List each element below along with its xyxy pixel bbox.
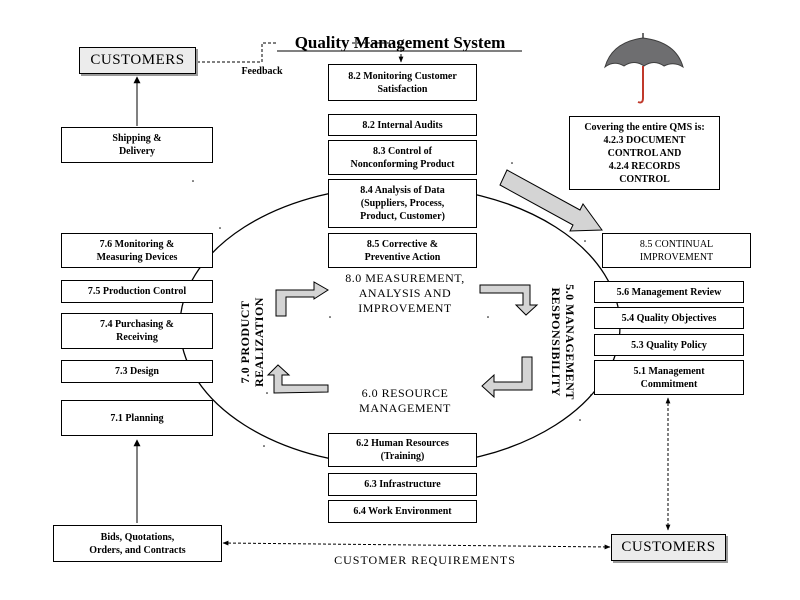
label-monitoring-devices: 7.6 Monitoring & Measuring Devices	[96, 238, 178, 263]
label-management-responsibility: 5.0 MANAGEMENT RESPONSIBILITY	[549, 284, 577, 400]
box-human-resources: 6.2 Human Resources (Training)	[328, 433, 477, 467]
label-management-review: 5.6 Management Review	[616, 286, 722, 298]
box-bids-quotations: Bids, Quotations, Orders, and Contracts	[53, 525, 222, 562]
box-purchasing-receiving: 7.4 Purchasing & Receiving	[61, 313, 213, 349]
label-work-environment: 6.4 Work Environment	[353, 506, 452, 517]
label-covering-qms: Covering the entire QMS is: 4.2.3 DOCUME…	[584, 121, 705, 185]
label-management-commitment: 5.1 Management Commitment	[633, 365, 705, 390]
feedback-arrow	[352, 42, 404, 63]
box-nonconforming-product: 8.3 Control of Nonconforming Product	[328, 140, 477, 175]
umbrella-icon	[604, 33, 684, 104]
label-design: 7.3 Design	[115, 366, 159, 377]
box-management-commitment: 5.1 Management Commitment	[594, 360, 744, 395]
box-quality-policy: 5.3 Quality Policy	[594, 334, 744, 356]
label-human-resources: 6.2 Human Resources (Training)	[356, 438, 449, 462]
label-analysis-of-data: 8.4 Analysis of Data (Suppliers, Process…	[360, 185, 445, 222]
cycle-arrow-bottom-left	[266, 364, 329, 394]
label-resource-management: 6.0 RESOURCE MANAGEMENT	[359, 386, 451, 415]
page-title: Quality Management System	[294, 33, 506, 52]
label-bids-quotations: Bids, Quotations, Orders, and Contracts	[89, 531, 186, 556]
box-corrective-preventive: 8.5 Corrective & Preventive Action	[328, 233, 477, 268]
label-monitoring-satisfaction: 8.2 Monitoring Customer Satisfaction	[348, 70, 457, 95]
customer-requirements-label: CUSTOMER REQUIREMENTS	[334, 553, 516, 567]
cycle-arrow-bottom-right	[481, 356, 533, 399]
box-design: 7.3 Design	[61, 360, 213, 383]
label-corrective-preventive: 8.5 Corrective & Preventive Action	[364, 238, 441, 263]
label-purchasing-receiving: 7.4 Purchasing & Receiving	[100, 319, 174, 343]
cycle-arrow-top-left	[275, 281, 329, 317]
label-product-realization: 7.0 PRODUCT REALIZATION	[238, 297, 266, 387]
label-continual-improvement: 8.5 CONTINUAL IMPROVEMENT	[639, 238, 714, 263]
box-management-review: 5.6 Management Review	[594, 281, 744, 303]
box-continual-improvement: 8.5 CONTINUAL IMPROVEMENT	[602, 233, 751, 268]
cycle-arrow-top-right	[479, 284, 539, 316]
box-internal-audits: 8.2 Internal Audits	[328, 114, 477, 136]
feedback-connector	[197, 42, 278, 63]
customers-bottom-box: CUSTOMERS	[611, 534, 726, 561]
box-quality-objectives: 5.4 Quality Objectives	[594, 307, 744, 329]
customers-top-box: CUSTOMERS	[79, 47, 196, 74]
box-covering-qms: Covering the entire QMS is: 4.2.3 DOCUME…	[569, 116, 720, 190]
label-infrastructure: 6.3 Infrastructure	[364, 479, 441, 490]
box-shipping-delivery: Shipping & Delivery	[61, 127, 213, 163]
box-planning: 7.1 Planning	[61, 400, 213, 436]
box-production-control: 7.5 Production Control	[61, 280, 213, 303]
label-planning: 7.1 Planning	[110, 412, 164, 424]
label-measurement-analysis: 8.0 MEASUREMENT, ANALYSIS AND IMPROVEMEN…	[345, 271, 465, 315]
label-quality-objectives: 5.4 Quality Objectives	[621, 312, 717, 324]
label-shipping-delivery: Shipping & Delivery	[112, 133, 162, 157]
box-work-environment: 6.4 Work Environment	[328, 500, 477, 523]
label-production-control: 7.5 Production Control	[87, 286, 187, 297]
label-quality-policy: 5.3 Quality Policy	[631, 339, 707, 351]
label-nonconforming-product: 8.3 Control of Nonconforming Product	[350, 145, 455, 170]
label-internal-audits: 8.2 Internal Audits	[362, 119, 443, 131]
box-monitoring-devices: 7.6 Monitoring & Measuring Devices	[61, 233, 213, 268]
feedback-label: Feedback	[241, 66, 283, 77]
box-analysis-of-data: 8.4 Analysis of Data (Suppliers, Process…	[328, 179, 477, 228]
decorative-dots	[192, 162, 592, 447]
box-monitoring-satisfaction: 8.2 Monitoring Customer Satisfaction	[328, 64, 477, 101]
box-infrastructure: 6.3 Infrastructure	[328, 473, 477, 496]
continual-improvement-arrow	[499, 169, 603, 232]
customer-requirements-connector	[222, 540, 611, 550]
